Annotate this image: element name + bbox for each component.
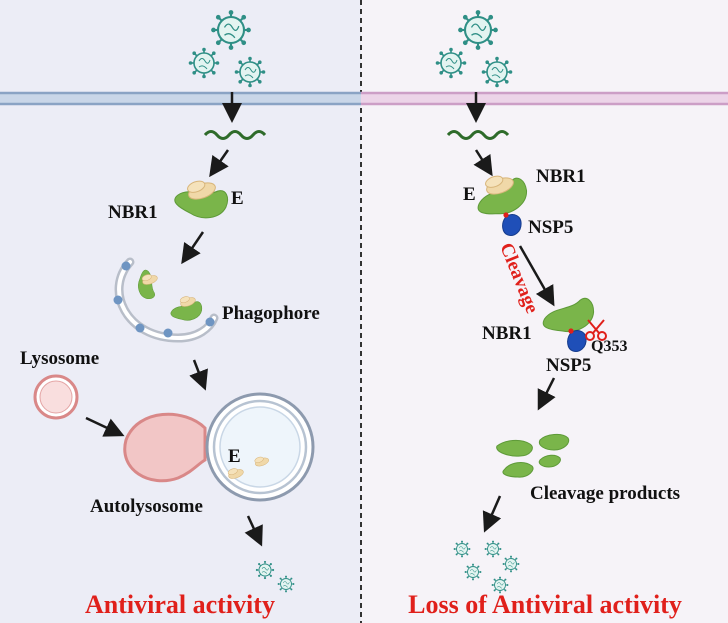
left-cell-membrane	[0, 91, 361, 106]
virus-icon	[277, 575, 295, 593]
virus-icon	[457, 9, 499, 51]
nbr1-mid-label: NBR1	[482, 323, 532, 344]
virus-icon	[255, 560, 275, 580]
virus-icon	[453, 540, 471, 558]
cleavage-arrow	[518, 245, 555, 307]
autolysosome-icon	[123, 392, 315, 502]
arrow	[181, 231, 205, 265]
arrow	[209, 149, 230, 178]
arrow	[537, 377, 556, 411]
scissors-icon	[585, 319, 607, 341]
e-protein-label: E	[463, 184, 476, 205]
left-panel-title: Antiviral activity	[85, 590, 275, 619]
viral-rna-icon	[203, 130, 267, 140]
autolysosome-label: Autolysosome	[90, 496, 203, 517]
nsp5-mid-label: NSP5	[546, 355, 591, 376]
arrow	[244, 515, 263, 547]
lysosome-icon	[33, 374, 79, 420]
virus-icon	[187, 46, 221, 80]
virus-icon	[480, 55, 514, 89]
virus-icon	[464, 563, 482, 581]
virus-icon	[484, 540, 502, 558]
virus-icon	[434, 46, 468, 80]
phagophore-label: Phagophore	[222, 303, 320, 324]
nbr1-top-label: NBR1	[536, 166, 586, 187]
right-cell-membrane	[361, 91, 728, 106]
nsp5-top-label: NSP5	[528, 217, 573, 238]
phagophore-icon	[113, 257, 219, 343]
q353-label: Q353	[591, 338, 627, 355]
virus-icon	[210, 9, 252, 51]
lysosome-label: Lysosome	[20, 348, 99, 369]
nbr1-label: NBR1	[108, 202, 158, 223]
cleavage-products-label: Cleavage products	[530, 483, 680, 504]
e-inside-label: E	[228, 446, 241, 467]
arrow	[85, 416, 125, 437]
virus-icon	[502, 555, 520, 573]
arrow	[482, 495, 502, 533]
arrow	[189, 359, 208, 391]
e-protein-label: E	[231, 188, 244, 209]
right-panel-title: Loss of Antiviral activity	[408, 590, 682, 619]
cleavage-products-icon	[496, 433, 570, 478]
virus-icon	[233, 55, 267, 89]
arrow	[473, 149, 493, 177]
viral-rna-icon	[446, 130, 510, 140]
